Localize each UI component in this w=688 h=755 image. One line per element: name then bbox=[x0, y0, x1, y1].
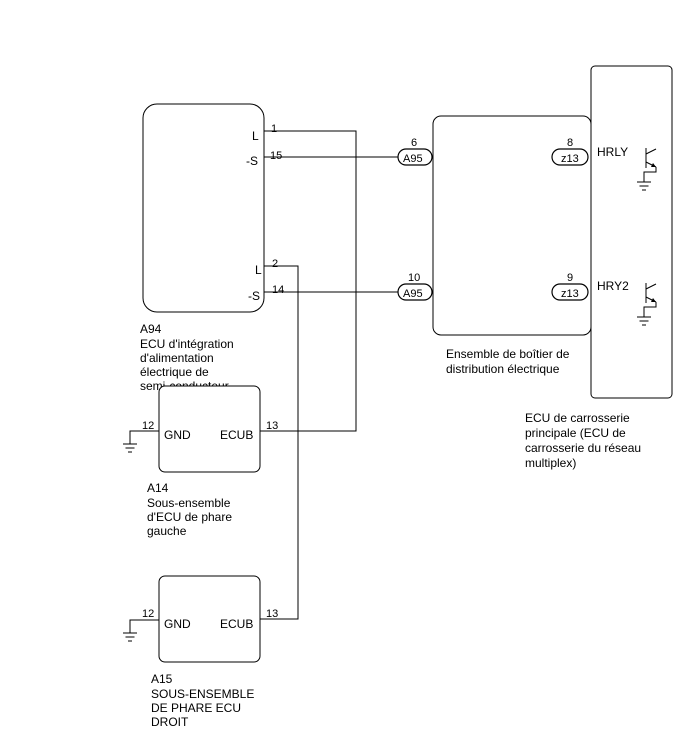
connector-z13-9-code: z13 bbox=[561, 288, 579, 300]
a14-ground-icon bbox=[123, 443, 137, 453]
a94-name-line-1: ECU d'intégration bbox=[140, 337, 234, 351]
a14-ecub-label: ECUB bbox=[220, 428, 253, 442]
connector-z13-9 bbox=[551, 283, 589, 301]
connector-a95-6-pin: 6 bbox=[411, 137, 417, 149]
a94-name-line-2: d'alimentation bbox=[140, 351, 214, 365]
body-ecu-name-line-3: carrosserie du réseau bbox=[525, 441, 641, 455]
connector-a95-6-code: A95 bbox=[403, 153, 423, 165]
junction-name-line-2: distribution électrique bbox=[446, 362, 560, 376]
a14-name-line-3: gauche bbox=[147, 524, 187, 538]
a15-box bbox=[158, 575, 261, 663]
a94-pin-num-1: 1 bbox=[271, 123, 277, 135]
a94-pin-label-s14: -S bbox=[248, 289, 260, 303]
a14-gnd-label: GND bbox=[164, 428, 191, 442]
component-a94: L 1 -S 15 L 2 -S 14 A94 ECU d'intégratio… bbox=[140, 103, 284, 393]
junction-name-line-1: Ensemble de boîtier de bbox=[446, 347, 570, 361]
a94-pin-num-15: 15 bbox=[270, 150, 282, 162]
a94-pin-num-2: 2 bbox=[272, 258, 278, 270]
a15-code: A15 bbox=[151, 672, 173, 686]
a14-box bbox=[158, 385, 261, 473]
a15-ecub-label: ECUB bbox=[220, 617, 253, 631]
a14-gnd-wire bbox=[129, 430, 159, 444]
body-ecu-box bbox=[590, 65, 673, 399]
a15-name-line-3: DROIT bbox=[151, 715, 189, 729]
a94-box bbox=[142, 103, 265, 313]
a15-ground-icon bbox=[123, 632, 137, 642]
connector-z13-9-pin: 9 bbox=[567, 272, 573, 284]
component-a14: GND ECUB 12 13 A14 Sous-ensemble d'ECU d… bbox=[123, 385, 278, 538]
a15-name-line-1: SOUS-ENSEMBLE bbox=[151, 687, 254, 701]
transistor-icon-hrly bbox=[637, 148, 657, 191]
connector-a95-10-pin: 10 bbox=[408, 272, 420, 284]
connector-z13-8-pin: 8 bbox=[567, 137, 573, 149]
a14-ecub-pin: 13 bbox=[266, 420, 278, 432]
connector-z13-8-code: z13 bbox=[561, 153, 579, 165]
component-junction-block: A95 6 z13 8 A95 10 z13 9 Ensemble de boî… bbox=[397, 115, 592, 376]
connector-z13-8 bbox=[551, 148, 589, 166]
wire-a94-2-to-a15-ecub bbox=[260, 265, 299, 620]
connector-a95-10 bbox=[397, 283, 433, 301]
body-ecu-signal-hrly: HRLY bbox=[597, 145, 628, 159]
a94-pin-label-l1: L bbox=[252, 129, 259, 143]
connector-a95-10-code: A95 bbox=[403, 288, 423, 300]
a14-gnd-pin: 12 bbox=[142, 420, 154, 432]
body-ecu-name-line-2: principale (ECU de bbox=[525, 426, 626, 440]
a94-pin-label-s15: -S bbox=[246, 154, 258, 168]
a14-name-line-2: d'ECU de phare bbox=[147, 510, 232, 524]
a94-name-line-3: électrique de bbox=[140, 365, 209, 379]
a15-gnd-wire bbox=[129, 619, 159, 633]
a94-code: A94 bbox=[140, 322, 162, 336]
a14-code: A14 bbox=[147, 481, 169, 495]
component-body-ecu: HRLY HRY2 ECU de carrosserie principale … bbox=[525, 65, 673, 470]
a15-gnd-pin: 12 bbox=[142, 608, 154, 620]
a94-pin-label-l2: L bbox=[255, 263, 262, 277]
a14-name-line-1: Sous-ensemble bbox=[147, 496, 231, 510]
component-a15: GND ECUB 12 13 A15 SOUS-ENSEMBLE DE PHAR… bbox=[123, 575, 278, 729]
a15-name-line-2: DE PHARE ECU bbox=[151, 701, 241, 715]
wire-a94-1-to-a14-ecub bbox=[260, 130, 357, 432]
a15-gnd-label: GND bbox=[164, 617, 191, 631]
body-ecu-name-line-1: ECU de carrosserie bbox=[525, 411, 630, 425]
a94-pin-num-14: 14 bbox=[272, 284, 284, 296]
connector-a95-6 bbox=[397, 148, 433, 166]
body-ecu-name-line-4: multiplex) bbox=[525, 456, 576, 470]
body-ecu-signal-hry2: HRY2 bbox=[597, 279, 629, 293]
a15-ecub-pin: 13 bbox=[266, 608, 278, 620]
transistor-icon-hry2 bbox=[637, 283, 657, 326]
